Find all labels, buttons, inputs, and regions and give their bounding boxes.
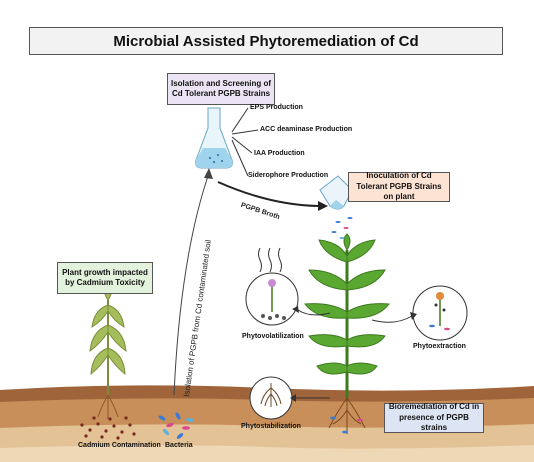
broth-arrow bbox=[217, 181, 319, 207]
extraction-plant-icon bbox=[429, 292, 450, 331]
stabilization-roots-icon bbox=[260, 383, 282, 407]
arrow-to-extraction bbox=[371, 315, 413, 323]
bioremediation-box: Bioremediation of Cd in presence of PGPB… bbox=[384, 402, 484, 433]
root-bacteria-icon bbox=[330, 416, 363, 434]
trait-iaa: IAA Production bbox=[254, 150, 305, 157]
cadmium-contamination-label: Cadmium Contamination bbox=[78, 442, 161, 449]
bacteria-label: Bacteria bbox=[165, 442, 193, 449]
healthy-plant-icon bbox=[304, 233, 390, 398]
toxicity-box: Plant growth impacted by Cadmium Toxicit… bbox=[57, 262, 153, 294]
trait-eps: EPS Production bbox=[250, 104, 303, 111]
roots-right-icon bbox=[328, 397, 366, 434]
cadmium-dots-icon bbox=[80, 416, 136, 440]
phytovolatilization-label: Phytovolatilization bbox=[242, 333, 304, 340]
pouring-flask-icon bbox=[319, 175, 353, 210]
falling-bacteria-icon bbox=[331, 217, 353, 239]
trait-siderophore: Siderophore Production bbox=[248, 172, 329, 179]
arrow-to-volatilization bbox=[297, 309, 331, 316]
isolation-arrowhead bbox=[204, 168, 213, 179]
wilted-plant-icon bbox=[89, 285, 127, 395]
phytoextraction-label: Phytoextraction bbox=[413, 343, 466, 350]
roots-left-icon bbox=[97, 394, 119, 419]
isolation-arrow bbox=[173, 175, 209, 396]
inoculation-box: Inoculation of Cd Tolerant PGPB Strains … bbox=[348, 171, 450, 202]
broth-arrowhead bbox=[318, 201, 328, 211]
flask-icon bbox=[195, 107, 233, 169]
phytostabilization-label: Phytostabilization bbox=[241, 423, 301, 430]
trait-arrows bbox=[231, 107, 259, 177]
soil-deep-layer bbox=[0, 445, 534, 462]
isolation-box: Isolation and Screening of Cd Tolerant P… bbox=[167, 73, 275, 105]
trait-acc: ACC deaminase Production bbox=[260, 126, 353, 133]
page-title: Microbial Assisted Phytoremediation of C… bbox=[29, 27, 503, 55]
bacteria-icon bbox=[158, 412, 194, 439]
volatilization-plant-icon bbox=[258, 247, 286, 320]
